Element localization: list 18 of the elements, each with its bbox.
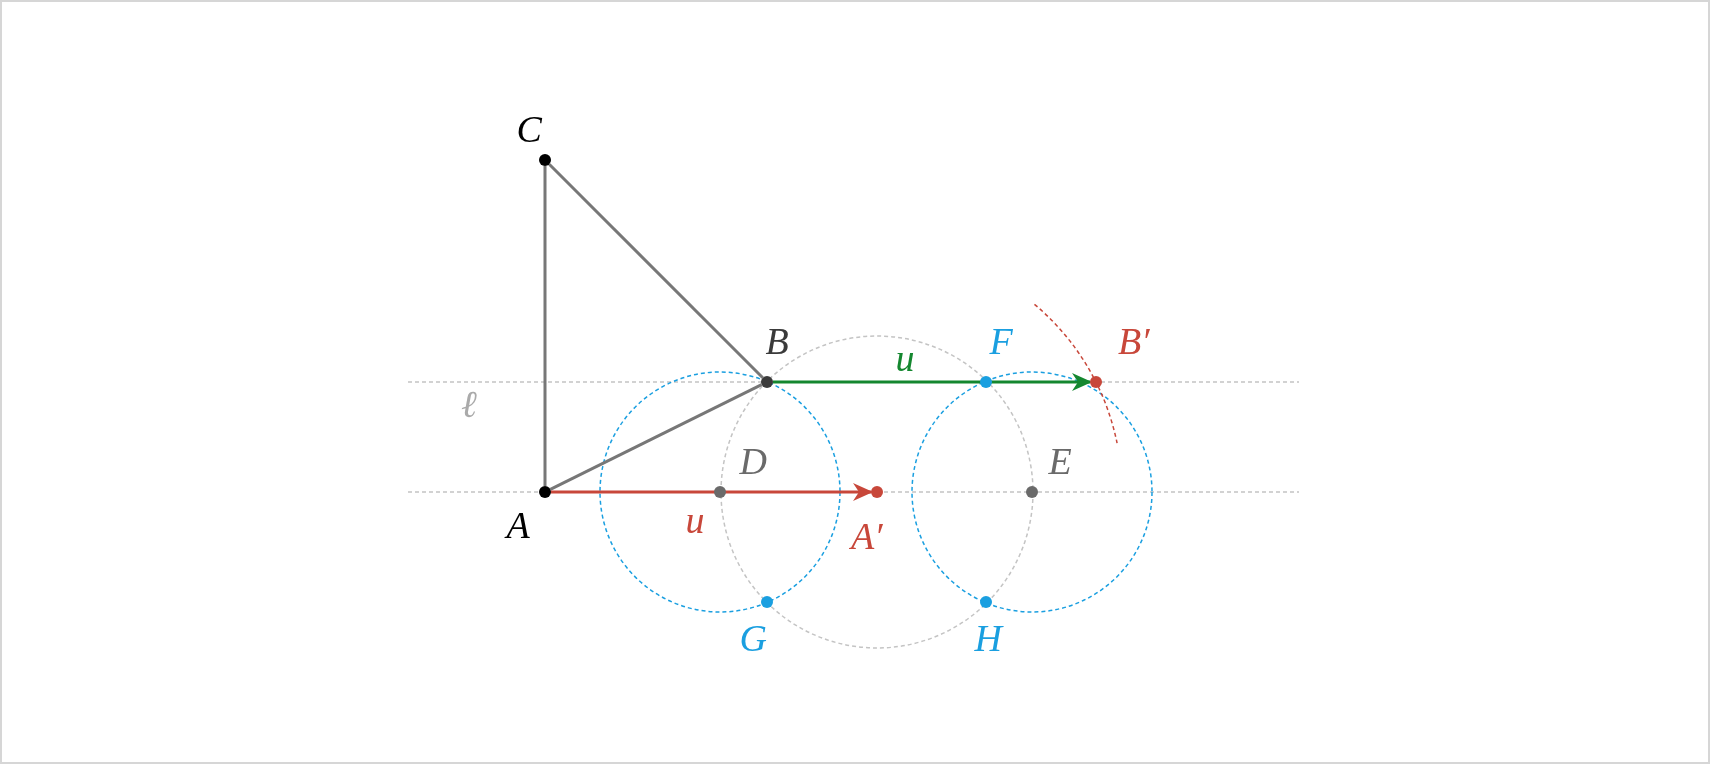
line-label: ℓ <box>461 385 477 423</box>
edge-label: u <box>895 339 915 377</box>
point-label: H <box>974 619 1002 657</box>
point-label: E <box>1048 442 1072 480</box>
edge-label: u <box>685 501 705 539</box>
arrow <box>551 483 873 501</box>
point-label: F <box>989 322 1013 360</box>
point-label: D <box>739 442 767 480</box>
point-label: A′ <box>851 517 883 555</box>
point-label: B′ <box>1118 322 1150 360</box>
point-label: G <box>739 619 767 657</box>
line-segment <box>549 383 763 491</box>
line-segment <box>543 166 547 486</box>
point-label: A <box>506 506 530 544</box>
point-label: C <box>516 110 542 148</box>
line-segment <box>548 163 764 379</box>
point-label: B <box>765 322 789 360</box>
arrow <box>773 373 1092 391</box>
